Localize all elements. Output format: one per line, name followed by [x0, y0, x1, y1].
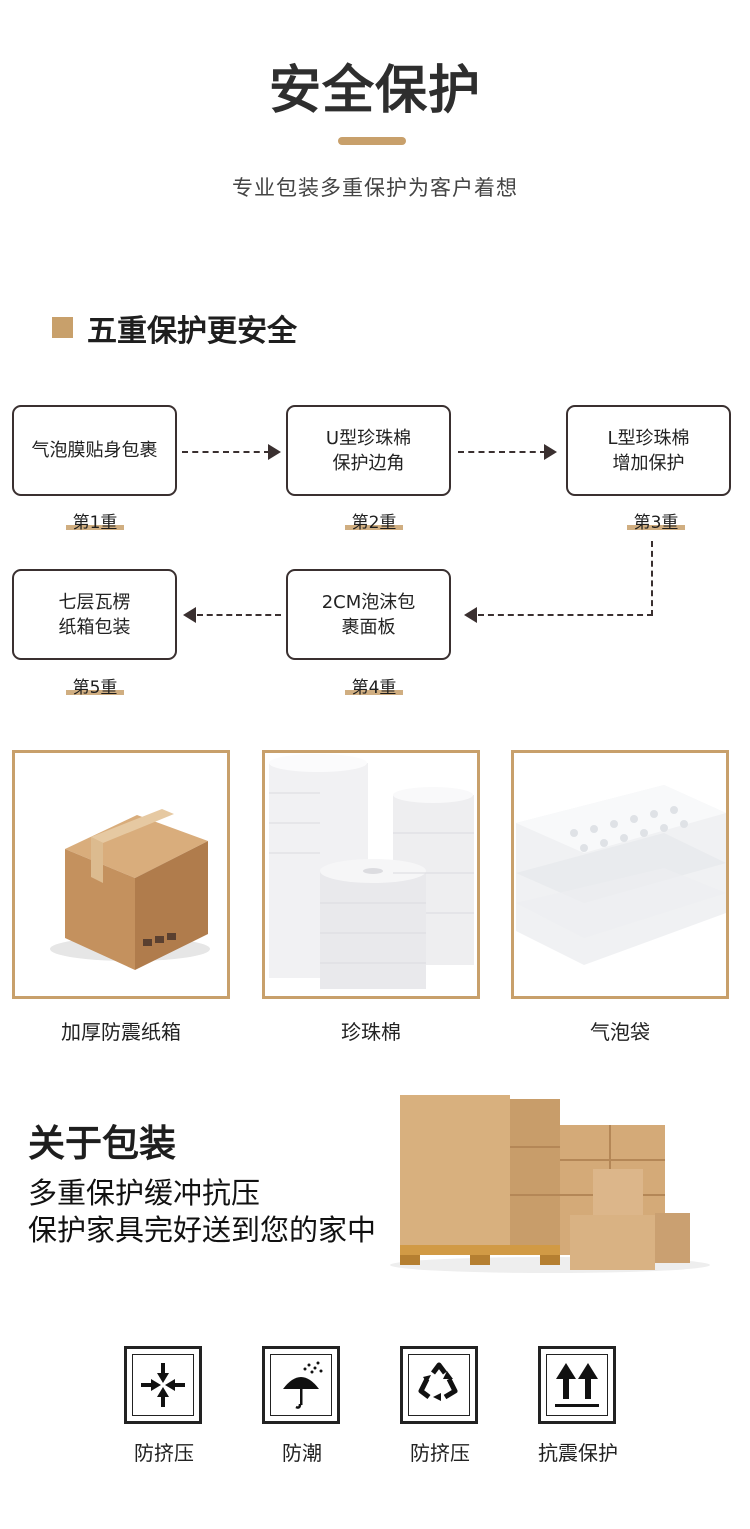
icon-caption-recycle: 防挤压: [410, 1441, 470, 1465]
icon-box-moisture: [262, 1346, 340, 1424]
icon-caption-moisture: 防潮: [282, 1441, 322, 1465]
step-5-line-1: 七层瓦楞: [58, 591, 131, 613]
step-4-underline: [345, 690, 403, 695]
step-box-3: L型珍珠棉 增加保护: [566, 405, 731, 496]
step-2-underline: [345, 525, 403, 530]
umbrella-rain-icon: [283, 1361, 323, 1409]
page-subtitle: 专业包装多重保护为客户着想: [232, 176, 518, 200]
product-card-bubble-bag: [511, 750, 729, 999]
step-1-underline: [66, 525, 124, 530]
icon-box-recycle: [400, 1346, 478, 1424]
icon-caption-compress: 防挤压: [134, 1441, 194, 1465]
step-2-label: 第2重: [351, 513, 397, 533]
packaging-line-2: 保护家具完好送到您的家中: [28, 1213, 377, 1247]
carton-box-image: [50, 809, 210, 970]
product-caption-bubble-bag: 气泡袋: [590, 1020, 650, 1044]
foam-rolls-image: [269, 754, 474, 989]
step-4-line-2: 裹面板: [341, 616, 396, 638]
step-1-line-1: 气泡膜贴身包裹: [31, 440, 158, 461]
bubble-bags-image: [516, 785, 726, 965]
arrow-4-5-line: [197, 614, 281, 616]
product-caption-epe-foam: 珍珠棉: [341, 1020, 401, 1044]
arrow-1-2-head: [268, 444, 281, 460]
arrow-2-3-head: [544, 444, 557, 460]
step-2-line-1: U型珍珠棉: [325, 427, 412, 449]
pallet-boxes-image: [390, 1095, 710, 1273]
arrow-4-5-head: [183, 607, 196, 623]
packaging-title: 关于包装: [28, 1122, 176, 1165]
icon-box-compress: [124, 1346, 202, 1424]
step-box-5: 七层瓦楞 纸箱包装: [12, 569, 177, 660]
arrow-1-2-line: [182, 451, 270, 453]
packaging-line-1: 多重保护缓冲抗压: [28, 1176, 261, 1210]
arrow-3-4-line: [478, 614, 653, 616]
step-5-underline: [66, 690, 124, 695]
icon-box-upright: [538, 1346, 616, 1424]
section-title: 五重保护更安全: [87, 314, 297, 349]
this-way-up-icon: [555, 1363, 599, 1407]
step-3-underline: [627, 525, 685, 530]
title-accent-bar: [338, 137, 406, 145]
step-5-label: 第5重: [72, 678, 118, 698]
step-4-line-1: 2CM泡沫包: [321, 591, 416, 613]
step-5-line-2: 纸箱包装: [58, 616, 131, 638]
step-box-1: 气泡膜贴身包裹: [12, 405, 177, 496]
product-card-carton: [12, 750, 230, 999]
icon-caption-upright: 抗震保护: [538, 1441, 618, 1465]
step-3-line-2: 增加保护: [612, 452, 685, 474]
recycle-icon: [418, 1362, 458, 1401]
arrow-2-3-line: [458, 451, 546, 453]
step-3-label: 第3重: [633, 513, 679, 533]
step-box-2: U型珍珠棉 保护边角: [286, 405, 451, 496]
step-box-4: 2CM泡沫包 裹面板: [286, 569, 451, 660]
page-title: 安全保护: [268, 61, 481, 121]
step-4-label: 第4重: [351, 678, 397, 698]
step-3-line-1: L型珍珠棉: [607, 427, 690, 449]
arrow-3-4-head: [464, 607, 477, 623]
step-2-line-2: 保护边角: [332, 452, 405, 474]
step-1-label: 第1重: [72, 513, 118, 533]
compress-arrows-icon: [141, 1363, 185, 1407]
section-marker: [52, 317, 73, 338]
product-caption-carton: 加厚防震纸箱: [61, 1020, 181, 1044]
product-card-epe-foam: [262, 750, 480, 999]
arrow-3-4-vertical: [651, 541, 653, 616]
